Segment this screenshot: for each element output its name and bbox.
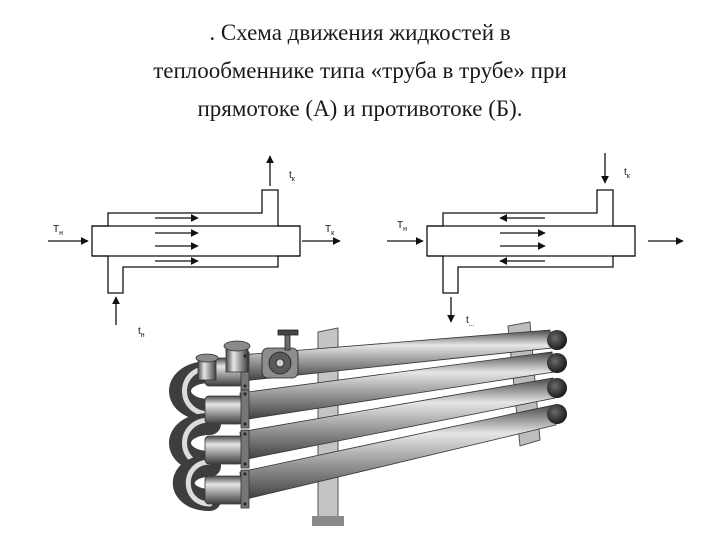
valve-hub	[275, 358, 285, 368]
flange-ring-4	[240, 469, 250, 509]
nozzles	[195, 340, 251, 381]
end-cap-1	[547, 330, 567, 350]
flange-4	[204, 475, 244, 505]
slide-title: . Схема движения жидкостей в теплообменн…	[60, 14, 660, 128]
label-b-t-bottom: t...	[466, 315, 475, 328]
valve-assembly	[261, 329, 299, 379]
label-b-tk-top: tк	[624, 167, 631, 180]
label-a-tn-bottom: tн	[138, 326, 145, 339]
flange-ring-2	[240, 389, 250, 429]
outer-shell-a	[91, 189, 301, 294]
u-bend-3-hl	[185, 459, 213, 507]
end-cap-4	[547, 404, 567, 424]
bolt	[243, 422, 247, 426]
flange-2	[204, 395, 244, 425]
title-line-2: теплообменнике типа «труба в трубе» при	[153, 58, 567, 83]
label-a-tn-left: Tн	[53, 224, 63, 237]
valve-stem	[284, 333, 291, 351]
nozzle-1-top	[223, 340, 251, 352]
end-cap-2	[547, 353, 567, 373]
label-b-tn-left: Tн	[397, 220, 407, 233]
diagram-a	[48, 155, 341, 325]
label-a-tk-right: Tк	[325, 224, 335, 237]
diagram-b-labels: tк Tн t...	[397, 167, 631, 328]
bolt	[243, 472, 247, 476]
end-caps	[547, 330, 567, 424]
outer-shell-b	[426, 189, 636, 294]
flange-bolts	[243, 354, 247, 506]
bolt	[243, 354, 247, 358]
bolt	[243, 384, 247, 388]
bolt	[243, 502, 247, 506]
u-bend-3	[172, 455, 221, 511]
bolt	[243, 392, 247, 396]
nozzle-2-top	[195, 353, 219, 363]
diagram-b	[387, 153, 684, 323]
bolt	[243, 432, 247, 436]
valve-handle	[277, 329, 299, 336]
title-line-3: прямотоке (А) и противотоке (Б).	[197, 96, 523, 121]
front-frame-foot	[312, 516, 344, 526]
flange-3	[204, 435, 244, 465]
diagram-a-labels: tк Tн Tк tн	[53, 170, 335, 339]
label-a-tk-top: tк	[289, 170, 296, 183]
bolt	[243, 462, 247, 466]
flange-ring-3	[240, 429, 250, 469]
end-cap-3	[547, 378, 567, 398]
heat-exchanger-illustration	[169, 321, 567, 526]
title-line-1: . Схема движения жидкостей в	[209, 20, 511, 45]
